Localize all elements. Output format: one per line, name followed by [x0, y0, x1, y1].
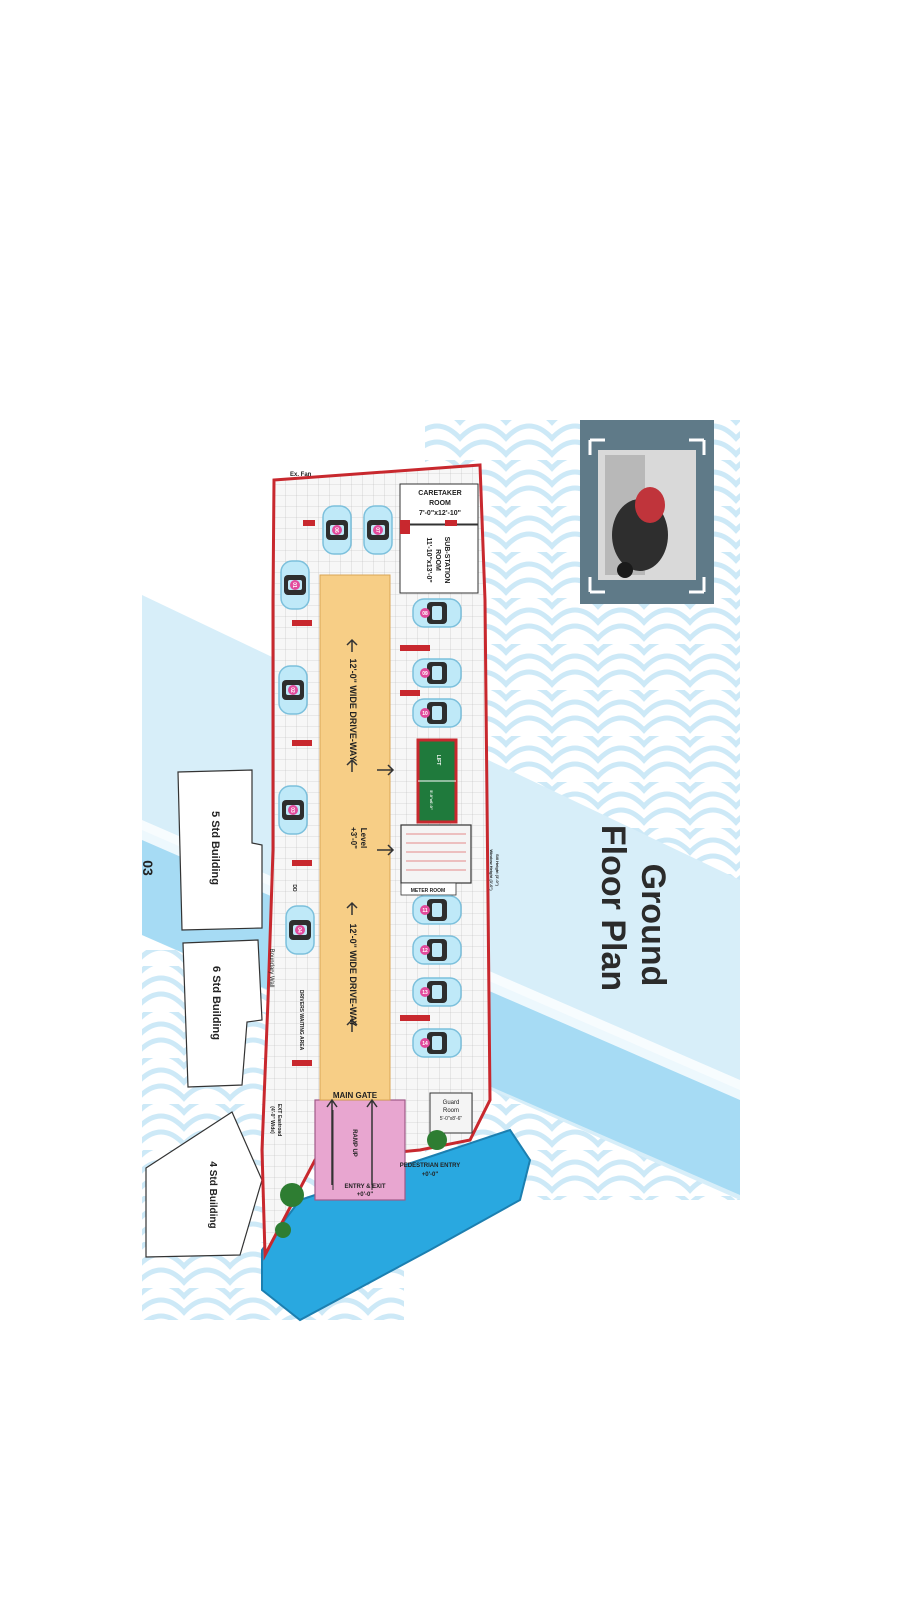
parking-spot-02: 02	[278, 665, 308, 715]
level-value: +3'-0"	[349, 827, 358, 849]
window-height-label: Window Height (3'-0")	[489, 849, 494, 891]
neighbour-building-5-label: 5 Std Building	[209, 811, 221, 885]
substation-line3: 11'-10"x13'-0"	[425, 537, 432, 582]
existing-road-line1: EXT Eastroad	[276, 1104, 282, 1137]
spot-number: 04	[296, 927, 302, 933]
parking-spot-07: 07	[363, 505, 393, 555]
lift-size: 5'-0"x6'-0"	[429, 790, 434, 810]
guard-room-line3: 5'-0"x8'-6"	[440, 1116, 463, 1122]
title-line1: Ground	[634, 864, 672, 987]
photo-panel	[580, 420, 714, 604]
spot-number: 14	[422, 1041, 428, 1047]
parking-east: 08 09 10 11 12 13 14	[412, 598, 462, 1058]
driveway	[319, 574, 391, 1101]
entry-exit-label: ENTRY & EXIT	[344, 1184, 385, 1190]
ex-fan-label: Ex. Fan	[290, 472, 312, 478]
driveway-arrows	[326, 638, 395, 1185]
parking-spot-01: 01	[280, 560, 310, 610]
spot-number: 08	[422, 611, 428, 617]
dd-label: DD	[291, 884, 297, 892]
meter-room	[400, 882, 457, 896]
parking-spot-11: 11	[412, 895, 462, 925]
spot-number: 02	[289, 687, 295, 693]
parking-spot-06: 06	[322, 505, 352, 555]
neighbour-building-6: 6 Std Building	[182, 939, 263, 1088]
guard-room	[429, 1092, 473, 1134]
caretaker-line2: ROOM	[429, 500, 451, 507]
boundary-wall-label: Boundary Wall	[268, 949, 274, 988]
parking-spot-14: 14	[412, 1028, 462, 1058]
page-number: 03	[140, 860, 156, 876]
parking-spot-08: 08	[412, 598, 462, 628]
spot-number: 03	[289, 807, 295, 813]
parking-spot-04: 04	[285, 905, 315, 955]
caretaker-room	[399, 483, 479, 525]
level-label: Level	[359, 828, 368, 848]
drivers-waiting-label: DRIVERS WAITING AREA	[298, 990, 304, 1051]
neighbour-building-4: 4 Std Building	[145, 1111, 263, 1258]
spot-number: 07	[374, 527, 380, 533]
parking-north: 06 07	[322, 505, 393, 555]
driveway-label-top: 12'-0" WIDE DRIVE-WAY	[348, 658, 358, 761]
spot-number: 13	[422, 990, 428, 996]
guard-room-line1: Guard	[443, 1100, 460, 1106]
spot-number: 06	[333, 527, 339, 533]
spot-number: 01	[291, 582, 297, 588]
lift-label: LIFT	[435, 755, 441, 766]
spot-number: 10	[422, 711, 428, 717]
main-gate-label: MAIN GATE	[333, 1091, 378, 1100]
substation-room	[399, 524, 479, 594]
caretaker-line1: CARETAKER	[418, 490, 461, 497]
parking-spot-13: 13	[412, 977, 462, 1007]
entry-exit-level: +0'-0"	[357, 1192, 374, 1198]
parking-spot-03: 03	[278, 785, 308, 835]
parking-spot-10: 10	[412, 698, 462, 728]
ramp-up-label: RAMP UP	[351, 1129, 357, 1157]
parking-west: 01 02 03 04	[278, 560, 315, 955]
substation-line1: SUB-STATION	[443, 537, 450, 584]
neighbour-building-5: 5 Std Building	[177, 769, 263, 931]
caretaker-line3: 7'-0"x12'-10"	[419, 510, 461, 517]
staircase	[400, 824, 472, 884]
driveway-label-bottom: 12'-0" WIDE DRIVE-WAY	[348, 923, 358, 1026]
parking-spot-09: 09	[412, 658, 462, 688]
pedestrian-entry-label: PEDESTRIAN ENTRY	[400, 1163, 460, 1169]
pedestrian-entry-level: +0'-0"	[422, 1172, 439, 1178]
neighbour-building-6-label: 6 Std Building	[210, 966, 222, 1040]
meter-room-label: METER ROOM	[411, 888, 445, 894]
sill-height-label: Sill Height (3'-0")	[495, 854, 500, 887]
existing-road-line2: (4'-0" Wide)	[269, 1106, 275, 1134]
parking-spot-12: 12	[412, 935, 462, 965]
title-line2: Floor Plan	[594, 825, 632, 991]
spot-number: 09	[422, 671, 428, 677]
spot-number: 11	[422, 908, 428, 914]
spot-number: 12	[422, 948, 428, 954]
neighbour-building-4-label: 4 Std Building	[207, 1161, 218, 1228]
substation-line2: ROOM	[434, 549, 441, 571]
guard-room-line2: Room	[443, 1108, 459, 1114]
